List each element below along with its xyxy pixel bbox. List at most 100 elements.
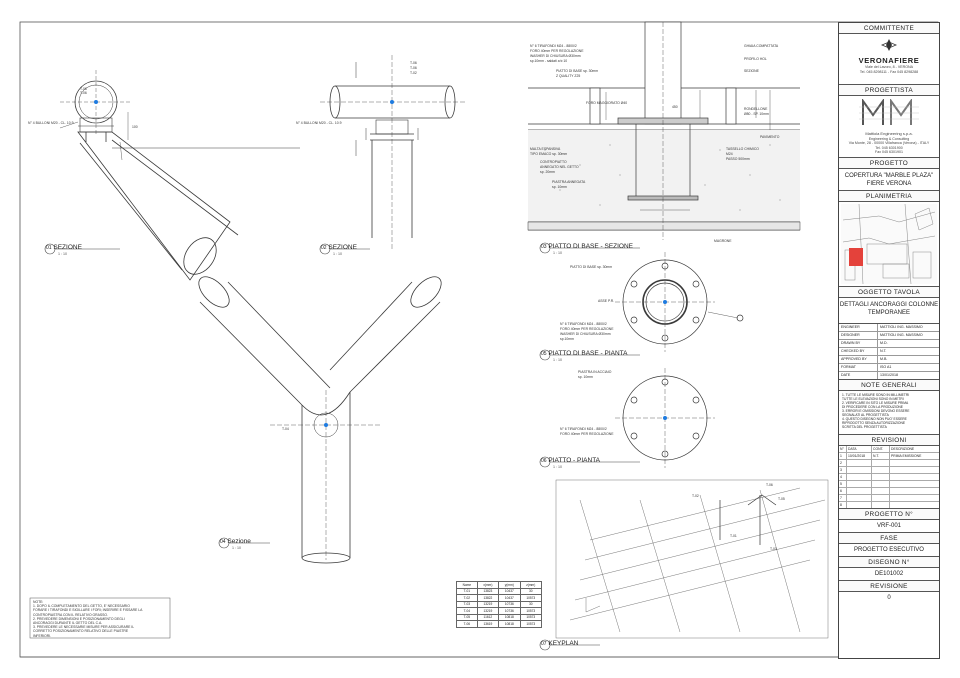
designer-fax: Fax 045 6301901 [875,150,903,154]
v03-plate: PIATTO DI BASE sp. 30mm [556,69,598,73]
v03-rond-1: RONDELLONE [744,107,768,111]
general-notes: NOTE: 1. DOPO IL COMPLETAMENTO DEL GETTO… [33,600,143,638]
v05-left-3: WASHER DI CHIUSURA Ø30mm [560,332,611,336]
table-row: 7 [839,495,939,502]
client-address: Viale del Lavoro, 8 - VERONA [864,65,914,69]
v03-foro: FORO MAGGIORATO Ø40 [586,101,627,105]
v06-plate-1: PIASTRA IN ACCIAIO [578,370,612,374]
committente-header: COMMITTENTE [839,23,939,34]
v03-piastra-2: sp. 10mm [552,185,567,189]
v02-tag-2: T-06 [410,66,417,70]
v05-left-2: FORO 40mm PER REGOLAZIONE [560,327,614,331]
v06-left-1: N° 6 TIRAFONDI M24 - 8800/2 [560,427,607,431]
v03-tass-3: PASSO 500mm [726,157,750,161]
designer-block: Mattiola Engineering s.p.a. Engineering … [839,97,939,158]
v03-tirafondi-l1: N° 6 TIRAFONDI M24 - 8800/2 [530,44,577,48]
v03-sezione: SEZIONE [744,69,760,73]
fase: PROGETTO ESECUTIVO [839,544,939,557]
v03-pavimento: PAVIMENTO [760,135,780,139]
v03-tass-2: M24 [726,152,733,156]
v03-magrone: MAGRONE [714,239,732,243]
view-05-scale: 1 : 10 [553,358,562,362]
v06-left-2: FORO 40mm PER REGOLAZIONE [560,432,614,436]
v03-plate2: Z QUALITY Z25 [556,74,580,78]
v05-node [663,300,667,304]
view-02-section [320,55,465,250]
progettista-header: PROGETTISTA [839,85,939,96]
v03-tirafondi-l3: WASHER DI CHIUSURA Ø30mm [530,54,581,58]
v02-bolts-callout: N° 4 BULLONI M20 - CL. 10.9 [296,121,342,125]
note-generali-header: NOTE GENERALI [839,380,939,391]
project-title-block: COPERTURA "MARBLE PLAZA" FIERE VERONA [839,169,939,191]
view-01-section [59,70,300,281]
sheet-subject-block: DETTAGLI ANCORAGGI COLONNE TEMPORANEE [839,298,939,324]
view-01-label: 01 SEZIONE [46,244,82,251]
progetto-n: VRF-001 [839,520,939,533]
fase-header: FASE [839,533,939,544]
designer-address: Via Monte, 28 - 00000 Villafranca (Veron… [848,141,930,145]
v07-tag-2: T-06 [766,483,773,487]
v02-tag-3: T-02 [410,71,417,75]
table-row: 8 [839,502,939,508]
progetto-header: PROGETTO [839,158,939,169]
view-04-y-column [198,276,442,564]
v03-tirafondi-l2: FORO 40mm PER REGOLAZIONE [530,49,584,53]
v03-hatch-dots [544,144,781,211]
v05-left-4: sp.10mm [560,337,574,341]
project-title: COPERTURA "MARBLE PLAZA" FIERE VERONA [844,173,934,187]
revisione-header: REVISIONE [839,581,939,592]
v01-tag-2: T-06 [80,91,87,95]
v03-piastra-1: PIASTRA ANNEGATA [552,180,586,184]
client-brand: VERONAFIERE [858,56,920,65]
v05-left-1: N° 6 TIRAFONDI M24 - 8800/2 [560,322,607,326]
v01-bolts-callout: N° 4 BULLONI M20 - CL. 10.9 [28,121,74,125]
view-markers [44,242,640,651]
view-03-base-section [527,21,801,240]
note-generali: 1. TUTTE LE MISURE SONO IN MILLIMETRI TU… [839,391,939,435]
notes-frame [29,597,171,639]
oggetto-header: OGGETTO TAVOLA [839,287,939,298]
v07-tag-4: T-01 [730,534,737,538]
sheet-frame [19,21,939,658]
v02-node [390,100,394,104]
designer-logo-icon [839,97,939,132]
v06-plate-2: sp. 10mm [578,375,593,379]
view-06-label: 06 PIATTO - PIANTA [541,457,601,464]
v02-tag-1: T-06 [410,61,417,65]
view-06-scale: 1 : 10 [553,465,562,469]
disegno-header: DISEGNO N° [839,557,939,568]
client-block: VERONAFIERE Viale del Lavoro, 8 - VERONA… [839,38,939,85]
designer-tagline: Engineering & Consulting [868,136,910,141]
v03-ghiaia: GHIAIA COMPATTATA [744,44,779,48]
v03-profilo: PROFILO HOL [744,57,767,61]
client-contact: Tel. 045 8298111 - Fax 045 8298288 [859,69,919,74]
view-02-scale: 1 : 10 [333,252,342,256]
site-plan [839,202,939,287]
view-02-label: 02 SEZIONE [321,244,357,251]
view-05-base-plan [615,252,744,352]
client-logo-icon [839,38,939,56]
v06-node [663,416,667,420]
v05-plate: PIATTO DI BASE sp. 30mm [570,265,612,269]
v03-tirafondi-l4: sp.10mm - saldati a tr.10 [530,59,567,63]
v04-tag: T-04 [282,427,289,431]
v03-contro-3: sp. 20mm [540,170,555,174]
v01-tag-1: T-06 [80,87,87,91]
view-04-scale: 1 : 10 [232,546,241,550]
v07-tag-5: T-03 [770,547,777,551]
site-plan-map [841,203,937,285]
v01-dim: 100 [132,125,138,129]
